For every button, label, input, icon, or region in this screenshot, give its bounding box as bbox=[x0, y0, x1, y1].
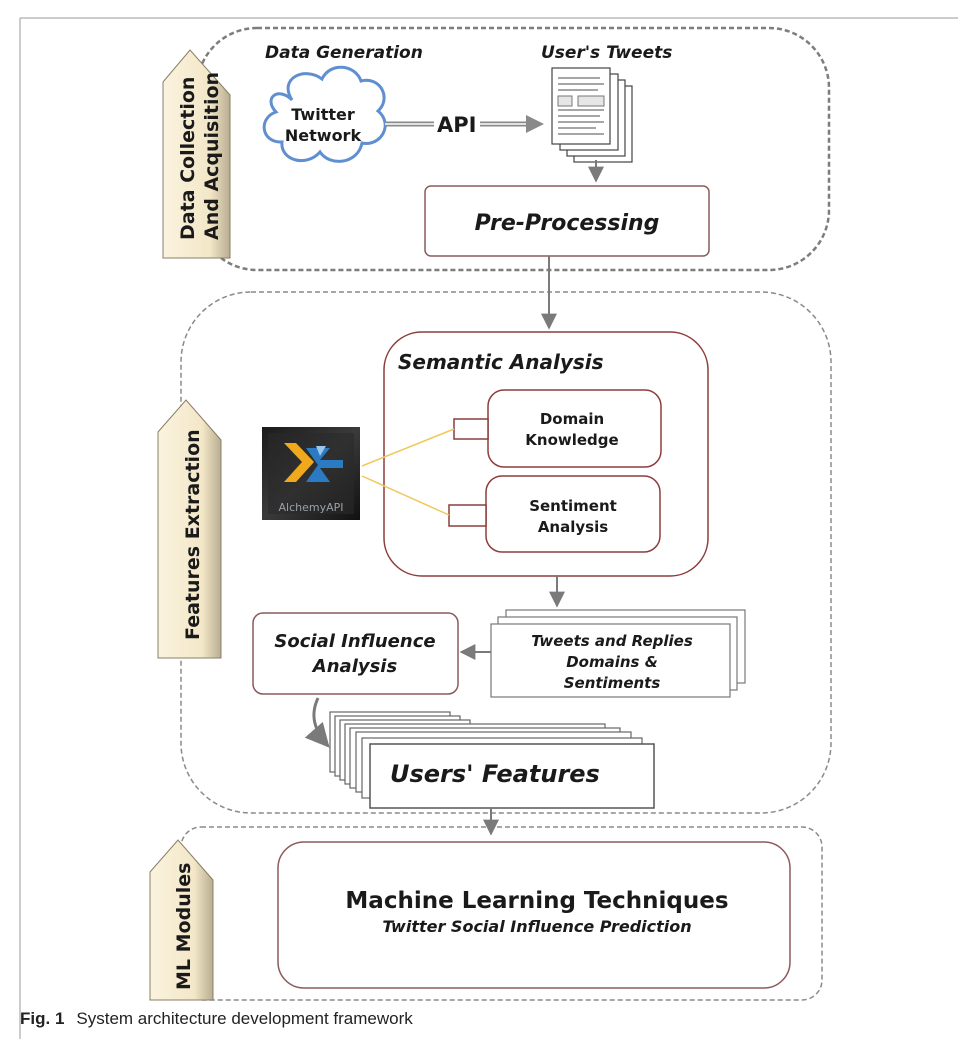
ml-techniques-box bbox=[277, 841, 791, 989]
users-features-stack bbox=[329, 711, 655, 809]
logo-to-sentiment-connector bbox=[361, 475, 450, 516]
sentiment-analysis-port bbox=[448, 504, 487, 527]
social-influence-box bbox=[252, 612, 459, 695]
twitter-network-cloud: Twitter Network bbox=[262, 65, 387, 163]
figure-caption: Fig. 1 System architecture development f… bbox=[20, 1009, 413, 1028]
data-generation-title: Data Generation bbox=[265, 43, 423, 63]
preprocessing-label: Pre-Processing bbox=[475, 211, 660, 236]
caption-text: System architecture development framewor… bbox=[76, 1009, 413, 1028]
features-label: Features Extraction bbox=[182, 429, 204, 640]
sentiment-line1: Sentiment bbox=[529, 497, 617, 515]
collection-label-line2: And Acquisition bbox=[201, 72, 223, 240]
domain-line2: Knowledge bbox=[525, 431, 618, 449]
features-side-tab: Features Extraction bbox=[157, 399, 222, 659]
tweets-line1: Tweets and Replies bbox=[531, 632, 693, 650]
domain-knowledge-port bbox=[453, 418, 489, 440]
users-tweets-title: User's Tweets bbox=[541, 43, 672, 63]
caption-label: Fig. 1 bbox=[20, 1009, 64, 1028]
tweets-line3: Sentiments bbox=[564, 674, 661, 692]
ml-section bbox=[180, 826, 823, 1001]
tweets-document-stack-icon bbox=[551, 67, 633, 163]
social-line1: Social Influence bbox=[274, 631, 435, 652]
sentiment-line2: Analysis bbox=[538, 518, 608, 536]
semantic-title: Semantic Analysis bbox=[398, 350, 604, 374]
api-arrow: API bbox=[385, 113, 544, 137]
ml-side-tab: ML Modules bbox=[149, 839, 214, 1001]
tweets-line2: Domains & bbox=[566, 653, 658, 671]
ml-subtitle: Twitter Social Influence Prediction bbox=[382, 917, 691, 936]
tweets-replies-stack bbox=[490, 609, 746, 698]
alchemyapi-logo-text: AlchemyAPI bbox=[279, 501, 344, 514]
preprocessing-box bbox=[424, 185, 710, 257]
social-to-users-arrow bbox=[304, 697, 330, 748]
domain-knowledge-box bbox=[487, 389, 662, 468]
ml-title: Machine Learning Techniques bbox=[345, 888, 728, 914]
cloud-line1: Twitter bbox=[291, 105, 355, 124]
logo-to-domain-connector bbox=[361, 428, 455, 467]
collection-side-tab: Data Collection And Acquisition bbox=[162, 49, 231, 259]
svg-text:Data Collection And Acqu: Data Collection And Acquisition bbox=[177, 70, 223, 240]
cloud-line2: Network bbox=[285, 126, 362, 145]
users-features-label: Users' Features bbox=[390, 760, 600, 788]
api-label: API bbox=[437, 113, 476, 137]
alchemyapi-logo: AlchemyAPI bbox=[262, 427, 360, 520]
domain-line1: Domain bbox=[540, 410, 604, 428]
ml-label: ML Modules bbox=[173, 863, 195, 990]
collection-label-line1: Data Collection bbox=[177, 77, 199, 240]
social-line2: Analysis bbox=[311, 656, 398, 677]
